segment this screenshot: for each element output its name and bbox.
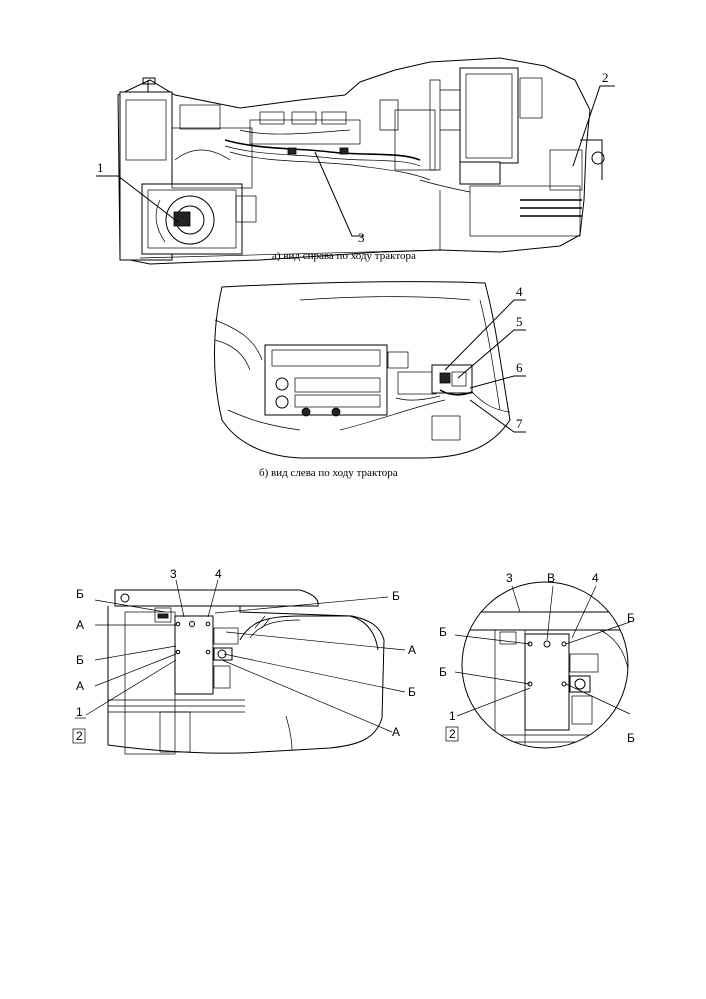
round-callout-3: 3 — [506, 571, 513, 585]
callout-2: 2 — [602, 70, 609, 85]
side-callout-3: 3 — [170, 567, 177, 581]
round-callout-b-left-1: Б — [439, 625, 447, 639]
side-callout-2-box — [72, 728, 86, 744]
side-callout-a-left-2: А — [76, 679, 84, 693]
round-callout-b-right-2: Б — [627, 731, 635, 745]
side-callout-2: 2 — [76, 729, 83, 743]
callout-7: 7 — [516, 416, 523, 431]
caption-left-view: б) вид слева по ходу трактора — [259, 467, 398, 479]
round-callout-4: 4 — [592, 571, 599, 585]
side-callout-b-left-2: Б — [76, 653, 84, 667]
side-callout-4: 4 — [215, 567, 222, 581]
round-callout-b-left-2: Б — [439, 665, 447, 679]
round-callout-2: 2 — [449, 727, 456, 741]
callout-4: 4 — [516, 284, 523, 299]
view-left-side: 4 5 6 7 б) вид слева по ходу трактора — [214, 281, 526, 479]
detail-round-view: 3 В 4 Б Б 1 2 Б Б — [439, 571, 635, 749]
caption-right-view: а) вид справа по ходу трактора — [272, 250, 416, 262]
callout-6: 6 — [516, 360, 523, 375]
side-callout-a-right-2: А — [392, 725, 400, 739]
side-callout-a-left-1: А — [76, 618, 84, 632]
round-callout-2-box — [445, 726, 459, 742]
callout-3: 3 — [358, 230, 365, 245]
detail-side-view: 3 4 Б А Б А 1 2 Б А Б А — [72, 567, 416, 755]
callout-5: 5 — [516, 314, 523, 329]
round-callout-1: 1 — [449, 709, 456, 723]
callout-1: 1 — [97, 160, 104, 175]
round-callout-b-right-1: Б — [627, 611, 635, 625]
side-callout-b-right-1: Б — [392, 589, 400, 603]
side-callout-b-left-1: Б — [76, 587, 84, 601]
side-callout-a-right-1: А — [408, 643, 416, 657]
side-callout-b-right-2: Б — [408, 685, 416, 699]
side-callout-1: 1 — [76, 705, 83, 719]
round-callout-v: В — [547, 571, 555, 585]
view-right-side: 1 2 3 а) вид справа по ходу трактора — [96, 57, 615, 265]
